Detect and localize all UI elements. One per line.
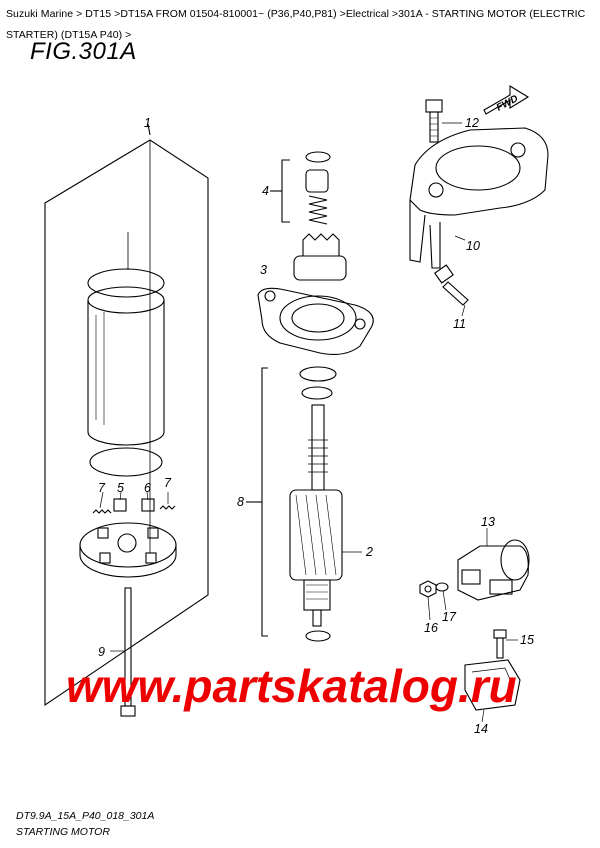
yoke-housing [87,232,165,446]
washer-17 [435,582,449,592]
figure-title: FIG.301A [30,38,137,65]
fwd-arrow [483,85,530,115]
callout-10: 10 [466,239,480,253]
callout-1: 1 [144,116,151,130]
callout-17: 17 [442,610,457,624]
bolt-11 [434,264,469,317]
callout-16: 16 [424,621,438,635]
callout-12: 12 [465,116,479,130]
callout-6: 6 [144,481,151,495]
nut-16 [419,580,437,621]
diagram-code: DT9.9A_15A_P40_018_301A [16,810,155,822]
callout-13: 13 [481,515,495,529]
pinion-gear [293,233,347,281]
breadcrumb[interactable]: Suzuki Marine > DT15 >DT15A FROM 01504-8… [6,8,586,41]
callout-8: 8 [237,495,244,509]
starter-bracket [409,127,549,269]
callout-2: 2 [365,545,373,559]
watermark-text: www.partskatalog.ru [66,660,517,712]
diagram-name: STARTING MOTOR [16,826,110,838]
callout-3: 3 [260,263,267,277]
fwd-label: FWD [495,93,520,113]
through-bolt [110,587,136,717]
callout-9: 9 [98,645,105,659]
callout-15: 15 [520,633,534,647]
armature [289,404,362,627]
brush-holder-plate [79,522,177,578]
screw-15 [493,629,518,659]
group-frame-1 [44,139,209,707]
group-frame-8 [261,367,268,637]
clip-14 [464,659,521,723]
callout-7-left: 7 [98,481,106,495]
starter-relay [457,528,530,601]
o-ring-lower [89,447,163,477]
callout-labels: 1 2 3 4 5 6 7 7 8 9 10 11 12 13 14 15 16… [98,116,534,736]
callout-7-right: 7 [164,476,172,490]
front-bracket [257,287,374,355]
group-frame-4 [281,159,290,223]
callout-5: 5 [117,481,124,495]
callout-4: 4 [262,184,269,198]
callout-14: 14 [474,722,488,736]
bolt-12 [425,99,462,143]
callout-11: 11 [453,317,466,331]
